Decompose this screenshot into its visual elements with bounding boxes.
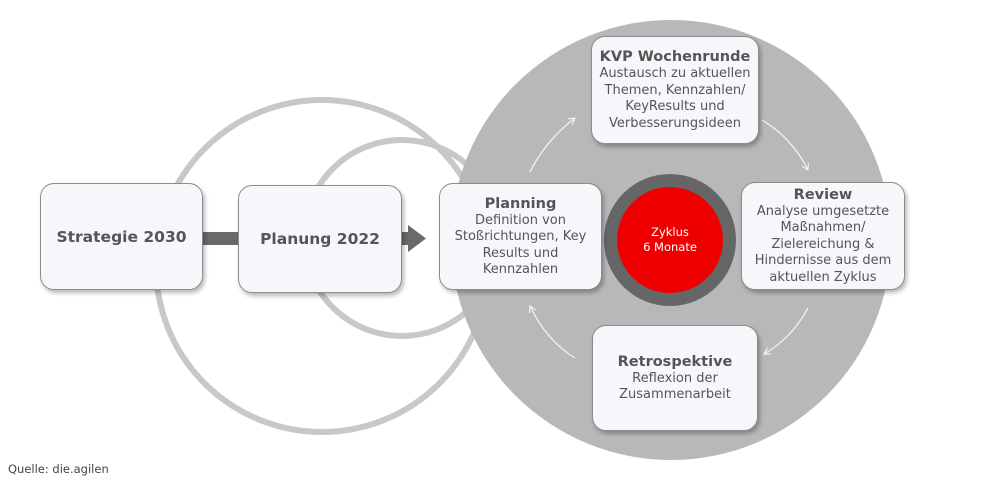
planning-year-label: Planung 2022 xyxy=(260,230,380,248)
arrow-shaft xyxy=(203,232,238,245)
cycle-center-line1: Zyklus xyxy=(651,225,689,239)
review-step-text: Analyse umgesetzte Maßnahmen/ Zielereich… xyxy=(754,203,892,285)
retrospective-step-title: Retrospektive xyxy=(617,353,733,370)
planning-year-box: Planung 2022 xyxy=(238,185,402,293)
review-step-title: Review xyxy=(793,186,853,203)
cycle-arrow-icon xyxy=(761,119,809,172)
arrow-right-icon xyxy=(402,225,426,252)
kvp-step-box: KVP Wochenrunde Austausch zu aktuellen T… xyxy=(591,36,759,144)
kvp-step-text: Austausch zu aktuellen Themen, Kennzahle… xyxy=(599,66,751,131)
retrospective-step-box: Retrospektive Reflexion der Zusammenarbe… xyxy=(592,325,758,431)
planning-step-text: Definition von Stoßrichtungen, Key Resul… xyxy=(454,212,587,278)
source-caption: Quelle: die.agilen xyxy=(8,462,109,476)
planning-step-box: Planning Definition von Stoßrichtungen, … xyxy=(439,183,602,290)
cycle-arrow-icon xyxy=(762,307,809,355)
review-step-box: Review Analyse umgesetzte Maßnahmen/ Zie… xyxy=(741,182,905,290)
cycle-arrow-icon xyxy=(529,117,576,173)
cycle-center-line2: 6 Monate xyxy=(643,240,697,254)
kvp-step-title: KVP Wochenrunde xyxy=(599,49,751,65)
strategy-box: Strategie 2030 xyxy=(40,183,203,290)
cycle-center-fill xyxy=(617,187,723,293)
planning-step-title: Planning xyxy=(484,195,557,212)
strategy-label: Strategie 2030 xyxy=(56,227,187,246)
cycle-center-label: Zyklus 6 Monate xyxy=(617,187,723,293)
retrospective-step-text: Reflexion der Zusammenarbeit xyxy=(619,370,731,403)
cycle-arrow-icon xyxy=(528,304,576,359)
